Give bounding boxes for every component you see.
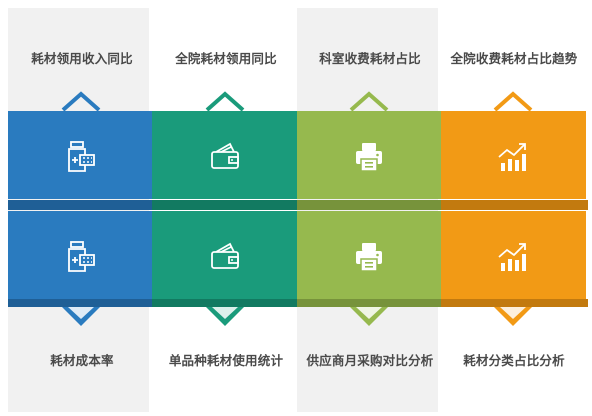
bottom-label-4[interactable]: 耗材分类占比分析 (463, 353, 565, 368)
top-label-2[interactable]: 全院耗材领用同比 (175, 51, 277, 66)
top-label-3[interactable]: 科室收费耗材占比 (319, 51, 421, 66)
top-pointer-4 (493, 91, 533, 112)
bottom-pointers (62, 307, 532, 326)
wallet-icon (207, 239, 243, 275)
bottom-label-3[interactable]: 供应商月采购对比分析 (306, 353, 434, 368)
wallet-icon (207, 139, 243, 175)
top-pointer-2 (205, 91, 245, 112)
printer-icon (351, 239, 387, 275)
middle-band (8, 200, 588, 210)
bottom-band (8, 299, 588, 307)
bottom-label-1[interactable]: 耗材成本率 (50, 353, 114, 368)
column-background-3 (297, 8, 438, 412)
top-label-1[interactable]: 耗材领用收入同比 (31, 51, 133, 66)
bottom-label-2[interactable]: 单品种耗材使用统计 (168, 353, 284, 368)
medicine-bottle-icon (62, 139, 98, 175)
top-pointers (61, 91, 533, 112)
column-background-1 (8, 8, 149, 412)
trend-chart-icon (495, 139, 531, 175)
top-pointer-3 (349, 91, 389, 112)
top-label-4[interactable]: 全院收费耗材占比趋势 (450, 51, 578, 66)
printer-icon (351, 139, 387, 175)
top-pointer-1 (61, 91, 101, 112)
tile-top-2[interactable] (152, 111, 297, 199)
medicine-bottle-icon (62, 239, 98, 275)
trend-chart-icon (495, 239, 531, 275)
tile-bottom-2[interactable] (152, 211, 297, 299)
